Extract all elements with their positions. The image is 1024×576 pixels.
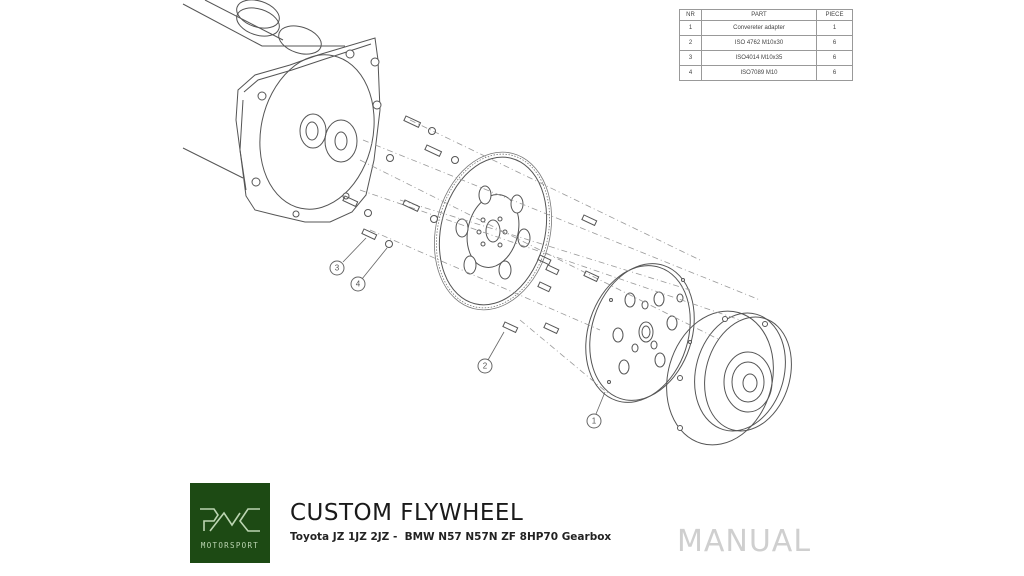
callout-label: 2 xyxy=(483,362,488,371)
cell-nr: 1 xyxy=(679,20,702,36)
cell-part: ISO7089 M10 xyxy=(701,65,817,81)
torque-converter xyxy=(666,310,792,446)
callout-1: 1 xyxy=(586,391,606,429)
manual-watermark: MANUAL xyxy=(677,524,812,559)
cell-piece: 6 xyxy=(816,65,853,81)
parts-list-table: NR PART PIECE 1 Convereter adapter 1 2 I… xyxy=(679,9,853,81)
cell-nr: 4 xyxy=(679,65,702,81)
table-header-row: NR PART PIECE xyxy=(679,9,853,21)
column-header-part: PART xyxy=(701,9,817,21)
engine-block xyxy=(182,0,345,179)
callout-label: 1 xyxy=(592,417,597,426)
cell-piece: 6 xyxy=(816,35,853,51)
logo-text: MOTORSPORT xyxy=(200,541,260,550)
column-header-piece: PIECE xyxy=(816,9,853,21)
callout-label: 4 xyxy=(356,280,361,289)
page-subtitle: Toyota JZ 1JZ 2JZ - BMW N57 N57N ZF 8HP7… xyxy=(290,531,612,543)
table-row: 2 ISO 4762 M10x30 6 xyxy=(679,35,853,51)
bolts-and-washers xyxy=(342,115,600,335)
cell-part: ISO 4762 M10x30 xyxy=(701,35,817,51)
assembly-axis-lines xyxy=(359,119,761,396)
callout-label: 3 xyxy=(335,264,340,273)
flexplate-ring-gear xyxy=(434,151,552,311)
cell-piece: 1 xyxy=(816,20,853,36)
cell-nr: 2 xyxy=(679,35,702,51)
cell-piece: 6 xyxy=(816,50,853,66)
cell-nr: 3 xyxy=(679,50,702,66)
callout-2: 2 xyxy=(477,331,505,374)
cell-part: Convereter adapter xyxy=(701,20,817,36)
page-title: CUSTOM FLYWHEEL xyxy=(290,500,524,526)
pmc-logo-mark-icon xyxy=(200,508,260,532)
converter-adapter-plate xyxy=(585,263,695,403)
callout-4: 4 xyxy=(350,247,388,292)
cell-part: ISO4014 M10x35 xyxy=(701,50,817,66)
table-row: 1 Convereter adapter 1 xyxy=(679,20,853,36)
adapter-plate xyxy=(235,37,382,223)
table-row: 4 ISO7089 M10 6 xyxy=(679,65,853,81)
callout-3: 3 xyxy=(329,237,367,276)
table-row: 3 ISO4014 M10x35 6 xyxy=(679,50,853,66)
pmc-motorsport-logo: MOTORSPORT xyxy=(190,483,270,563)
column-header-nr: NR xyxy=(679,9,702,21)
